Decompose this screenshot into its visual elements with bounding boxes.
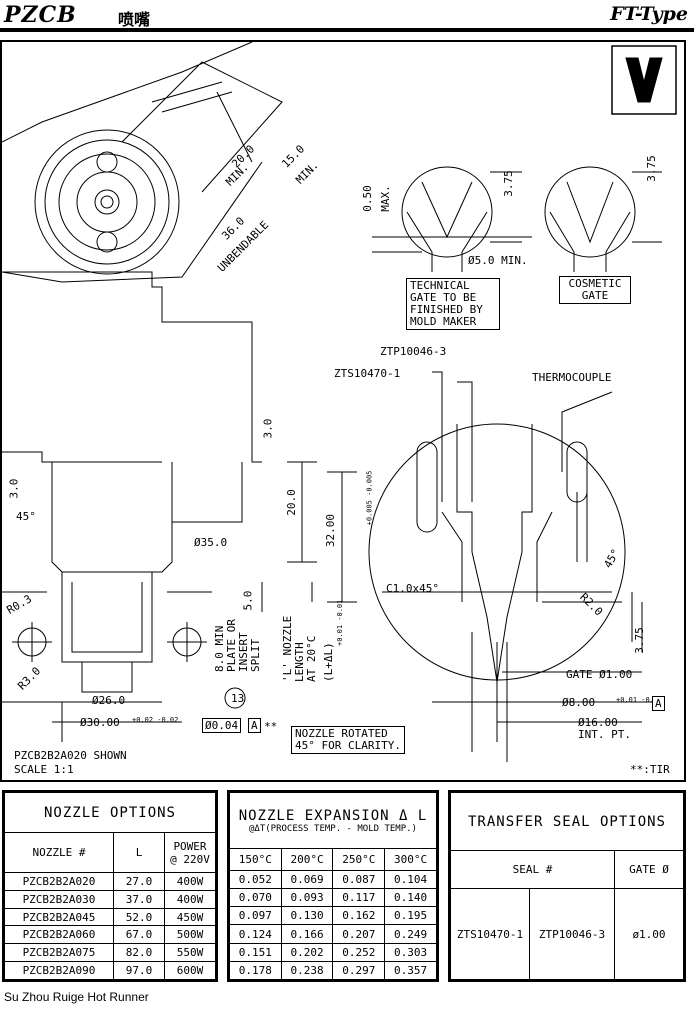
dim-3200: 32.00 xyxy=(324,513,338,548)
dim-phi8-tol: +0.01 -0.00 xyxy=(616,696,663,704)
dim-c10: C1.0x45° xyxy=(386,582,439,595)
dim-gate-1: GATE Ø1.00 xyxy=(566,668,633,681)
col-150: 150°C xyxy=(229,848,282,871)
header-rule xyxy=(0,28,694,32)
expansion-table: NOZZLE EXPANSION Δ L @ΔT(PROCESS TEMP. -… xyxy=(227,790,439,982)
type-label: FT-Type xyxy=(610,3,688,25)
dim-phi8: Ø8.00 xyxy=(562,696,596,709)
brand-logo: PZCB xyxy=(4,2,77,28)
col-300: 300°C xyxy=(384,848,437,871)
dim-phi30-tol: +0.02 -0.02 xyxy=(132,716,179,724)
nozzle-options-title: NOZZLE OPTIONS xyxy=(4,792,216,833)
dim-375-a: 3.75 xyxy=(501,170,515,197)
l-nozzle-note: 'L' NOZZLE LENGTH AT 20°C xyxy=(281,615,318,682)
thermocouple-label: THERMOCOUPLE xyxy=(532,371,612,384)
datum-a: A xyxy=(652,696,665,711)
dim-45: 45° xyxy=(16,510,36,523)
dim-3-left: 3.0 xyxy=(7,478,21,499)
dim-20-vert: 20.0 xyxy=(284,489,298,516)
footer-company: Su Zhou Ruige Hot Runner xyxy=(4,990,149,1004)
col-seal: SEAL # xyxy=(450,850,615,889)
cosmetic-gate-note: COSMETIC GATE xyxy=(559,276,631,304)
col-nozzle: NOZZLE # xyxy=(4,832,114,873)
dim-int-pt: INT. PT. xyxy=(578,728,631,741)
dim-3-top: 3.0 xyxy=(261,418,275,439)
nozzle-options-table: NOZZLE OPTIONS NOZZLE # L POWER@ 220V PZ… xyxy=(2,790,218,982)
dim-phi35: Ø35.0 xyxy=(194,536,228,549)
technical-drawing: 20.0 MIN. 15.0 MIN. 36.0 UNBENDABLE 0.50… xyxy=(0,40,686,782)
dim-phi5: Ø5.0 MIN. xyxy=(468,254,528,267)
technical-gate-note: TECHNICAL GATE TO BE FINISHED BY MOLD MA… xyxy=(406,278,500,330)
ztp-label: ZTP10046-3 xyxy=(380,345,447,358)
scale-note: SCALE 1:1 xyxy=(14,763,74,776)
col-200: 200°C xyxy=(280,848,334,871)
callout-13: 13 xyxy=(231,692,245,705)
col-l: L xyxy=(113,832,165,873)
transfer-seal-table: TRANSFER SEAL OPTIONS SEAL # GATE Ø ZTS1… xyxy=(448,790,686,982)
table-row: ZTS10470-1 ZTP10046-3 ø1.00 xyxy=(450,888,684,980)
drawing-lines xyxy=(2,42,677,762)
col-power: POWER@ 220V xyxy=(164,832,216,873)
col-gate: GATE Ø xyxy=(614,850,684,889)
dim-5: 5.0 xyxy=(241,590,255,611)
transfer-title: TRANSFER SEAL OPTIONS xyxy=(450,792,684,851)
dim-050: 0.50 xyxy=(360,185,374,212)
nozzle-rotated-note: NOZZLE ROTATED 45° FOR CLARITY. xyxy=(291,726,405,754)
min-plate-note: 8.0 MIN PLATE OR INSERT SPLIT xyxy=(213,619,262,672)
zts-label: ZTS10470-1 xyxy=(334,367,401,380)
dim-lplus: (L+ΔL) xyxy=(322,642,335,682)
brand-chinese: 喷嘴 xyxy=(118,10,151,29)
dim-phi30: Ø30.00 xyxy=(80,716,120,729)
dim-phi26: Ø26.0 xyxy=(92,694,126,707)
dim-phi16: Ø16.00 xyxy=(578,716,618,729)
dim-375-b: 3.75 xyxy=(644,155,658,182)
expansion-title: NOZZLE EXPANSION Δ L @ΔT(PROCESS TEMP. -… xyxy=(229,792,437,849)
dim-3200-tol: +0.005 -0.005 xyxy=(365,470,374,526)
dim-lplus-tol: +0.01 -0.01 xyxy=(336,599,344,646)
shown-note: PZCB2B2A020 SHOWN xyxy=(14,749,127,762)
dim-375-c: 3.75 xyxy=(632,627,646,654)
dim-max: MAX. xyxy=(378,185,392,212)
col-250: 250°C xyxy=(332,848,386,871)
tir-mark: ** xyxy=(264,720,278,733)
tir-note: **:TIR xyxy=(630,763,670,776)
tir-ref: A xyxy=(248,718,261,733)
tir-frame: Ø0.04 xyxy=(202,718,242,733)
